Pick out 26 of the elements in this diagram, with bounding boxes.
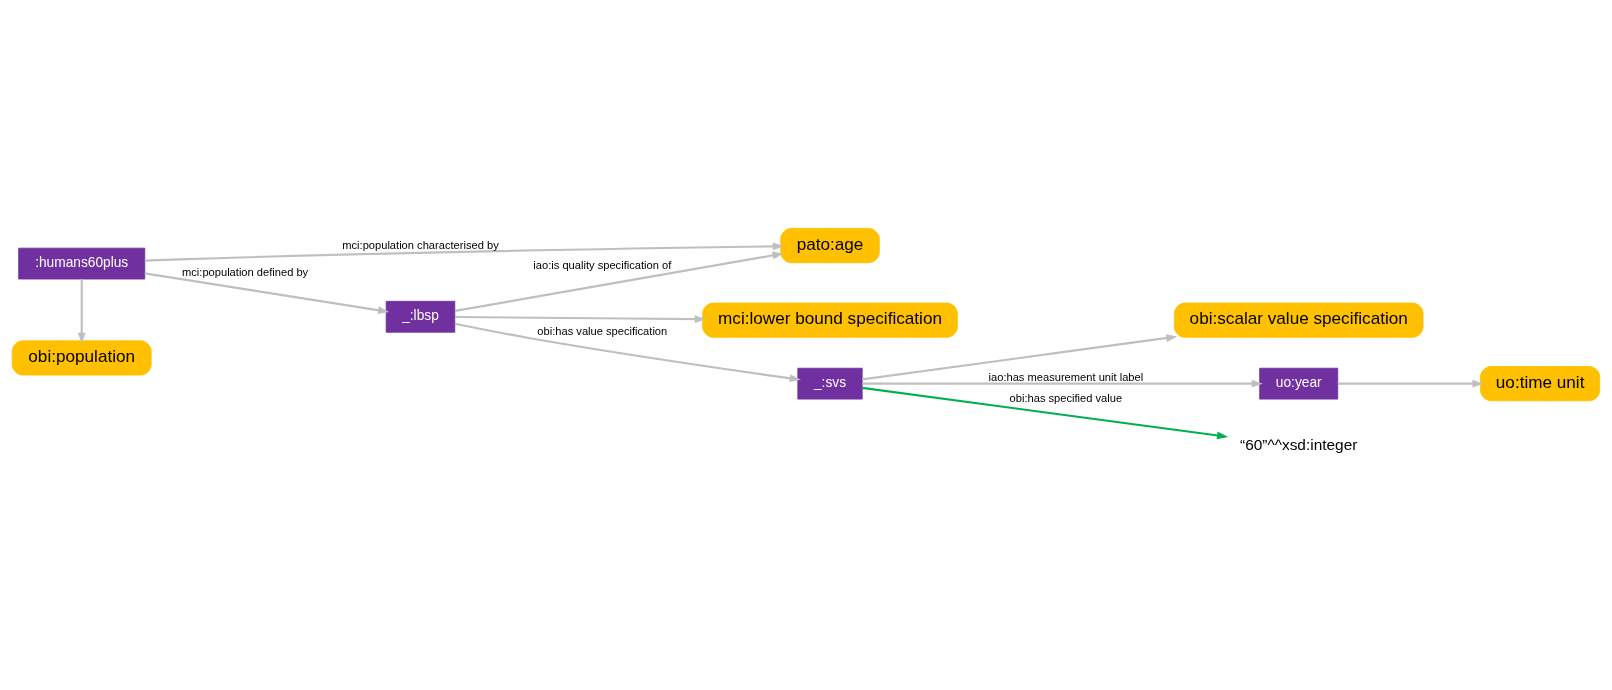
node-box: pato:age [780,227,880,263]
node-box: mci:lower bound specification [702,302,958,338]
node-box: obi:population [11,339,152,375]
arrow [862,379,1263,388]
node-box: obi:scalar value specification [1173,302,1424,338]
arrow [862,386,1229,439]
arrow [144,271,390,314]
node-box: _:lbsp [385,300,456,333]
arrow [454,322,801,382]
edge-label: mci:population characterised by [342,238,499,250]
edge-label: obi:has value specification [537,324,668,337]
arrow [455,314,706,323]
node-box: :humans60plus [18,247,146,279]
arrow [454,251,784,312]
edge-label: iao:is quality specification of [533,258,672,271]
node-box: uo:year [1259,367,1339,400]
arrow [862,333,1178,380]
arrow [144,241,784,262]
arrow [1337,379,1484,388]
edge-label: obi:has specified value [1009,391,1123,404]
node-text: “60”^^xsd:integer [1240,435,1358,453]
node-box: uo:time unit [1480,365,1601,401]
edge-label: iao:has measurement unit label [988,370,1144,383]
arrow [77,278,86,344]
edge-label: mci:population defined by [182,265,309,278]
node-box: _:svs [797,367,863,400]
